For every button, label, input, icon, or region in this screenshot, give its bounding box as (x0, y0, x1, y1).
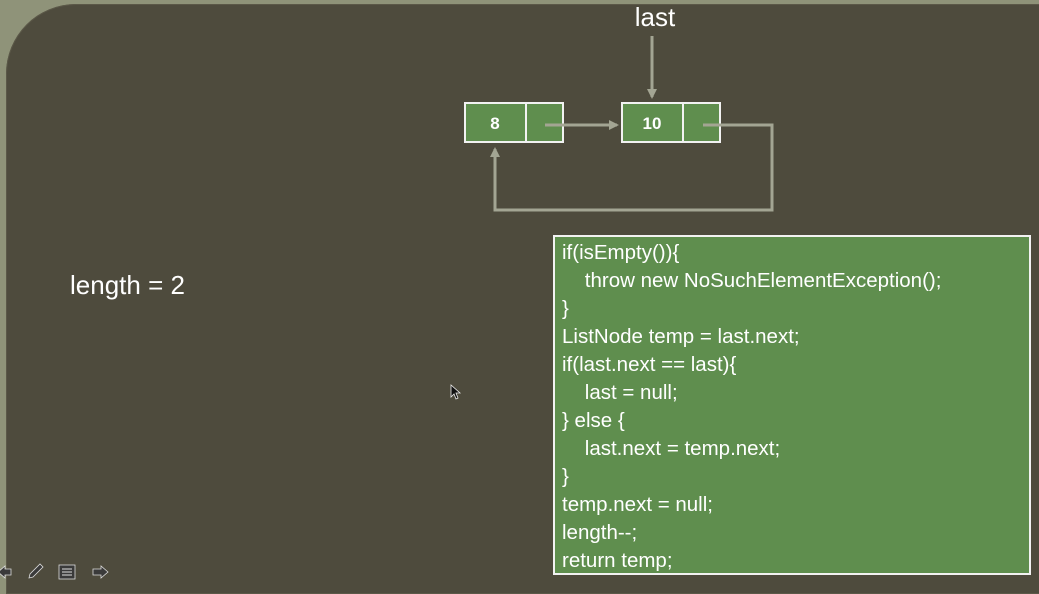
node-next-cell (682, 102, 721, 143)
code-line: } else { (562, 409, 625, 432)
code-line: throw new NoSuchElementException(); (562, 269, 942, 292)
last-pointer-label: last (634, 2, 676, 32)
node-value: 8 (490, 114, 499, 133)
back-arrow-icon[interactable] (0, 563, 12, 580)
list-node-10: 10 (621, 102, 721, 143)
circular-linked-list-diagram: 8 10 (464, 36, 774, 212)
node-data-cell (621, 102, 684, 143)
code-line: } (562, 465, 569, 488)
code-line: last.next = temp.next; (562, 437, 781, 460)
code-line: length--; (562, 521, 638, 544)
node-data-cell (464, 102, 527, 143)
forward-arrow-icon[interactable] (90, 563, 110, 580)
code-line: if(last.next == last){ (562, 353, 737, 376)
length-label: length = 2 (70, 270, 185, 300)
code-line: } (562, 297, 569, 320)
menu-icon[interactable] (58, 563, 76, 580)
list-node-8: 8 (464, 102, 564, 143)
pen-icon[interactable] (26, 563, 46, 580)
mouse-cursor-icon (450, 384, 462, 400)
code-line: last = null; (562, 381, 678, 404)
code-line: return temp; (562, 549, 673, 572)
node-next-cell (525, 102, 564, 143)
code-block: if(isEmpty()){ throw new NoSuchElementEx… (553, 235, 1031, 575)
circular-next-arrow (490, 123, 774, 212)
code-line: ListNode temp = last.next; (562, 325, 800, 348)
node-value: 10 (643, 114, 662, 133)
code-line: if(isEmpty()){ (562, 241, 680, 264)
code-line: temp.next = null; (562, 493, 713, 516)
